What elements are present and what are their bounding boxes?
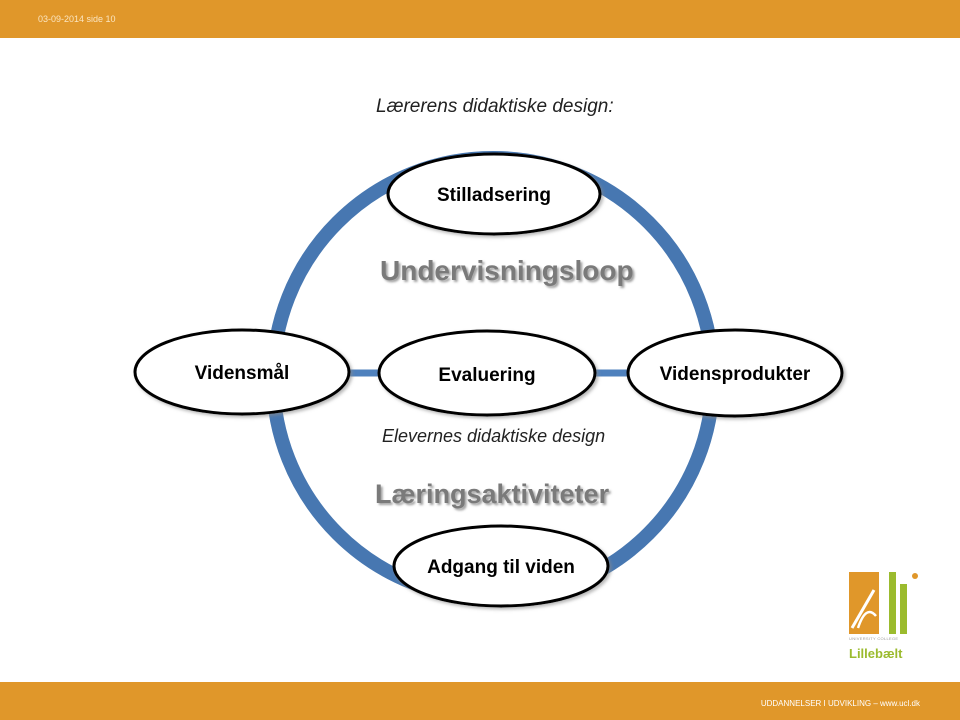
logo-name: Lillebælt [849, 646, 903, 661]
node-bottom: Adgang til viden [392, 524, 610, 608]
slide-date-page: 03-09-2014 side 10 [38, 14, 116, 24]
node-top-label: Stilladsering [437, 185, 551, 206]
bottom-bar: UDDANNELSER I UDVIKLING – www.ucl.dk [0, 682, 960, 720]
node-right-label: Vidensprodukter [660, 364, 811, 385]
top-bar: 03-09-2014 side 10 [0, 0, 960, 38]
footer-text: UDDANNELSER I UDVIKLING – www.ucl.dk [760, 699, 920, 708]
teacher-design-caption: Lærerens didaktiske design: [376, 96, 614, 117]
loop-label: Undervisningsloop [380, 255, 634, 286]
node-center-label: Evaluering [438, 365, 535, 386]
node-top-shape [386, 152, 602, 236]
node-right-shape [626, 328, 844, 418]
node-center: Evaluering [377, 329, 597, 417]
node-left-label: Vidensmål [195, 363, 290, 384]
node-left-shape [133, 328, 351, 416]
node-left: Vidensmål [133, 328, 351, 416]
ucl-logo-icon [849, 572, 918, 634]
node-bottom-label: Adgang til viden [427, 557, 575, 578]
node-center-shape [377, 329, 597, 417]
learning-activities-label: Læringsaktiviteter [375, 479, 610, 509]
logo-subtitle: UNIVERSITY COLLEGE [849, 636, 899, 641]
node-top: Stilladsering [386, 152, 602, 236]
node-bottom-shape [392, 524, 610, 608]
node-right: Vidensprodukter [626, 328, 844, 418]
student-design-caption: Elevernes didaktiske design [382, 426, 605, 446]
